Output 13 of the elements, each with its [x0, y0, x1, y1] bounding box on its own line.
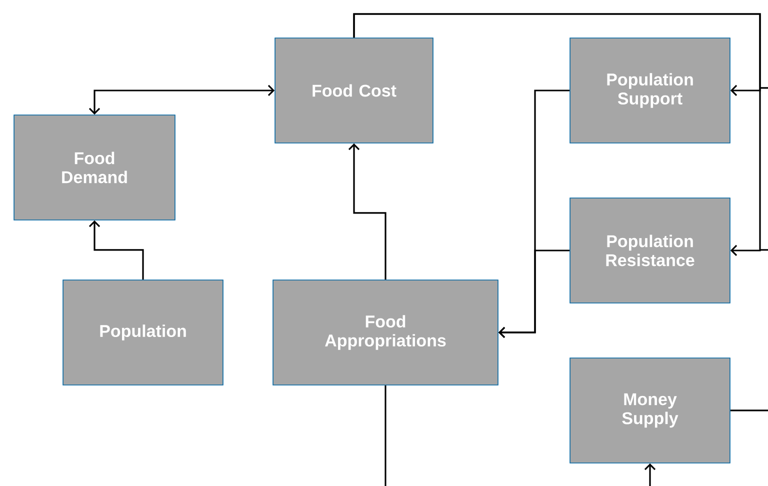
arrow — [348, 143, 386, 280]
arrow — [353, 13, 761, 256]
arrow — [88, 220, 144, 280]
process-box: Population Resistance — [570, 198, 730, 304]
process-box: Food Appropriations — [272, 280, 498, 386]
process-box: Food Cost — [274, 38, 434, 144]
process-box: Food Demand — [14, 114, 176, 220]
arrow — [88, 84, 275, 115]
arrow — [644, 463, 656, 486]
process-box: Money Supply — [570, 358, 730, 464]
process-box: Population — [62, 280, 224, 386]
arrow — [498, 250, 570, 338]
process-box: Population Support — [570, 38, 730, 144]
